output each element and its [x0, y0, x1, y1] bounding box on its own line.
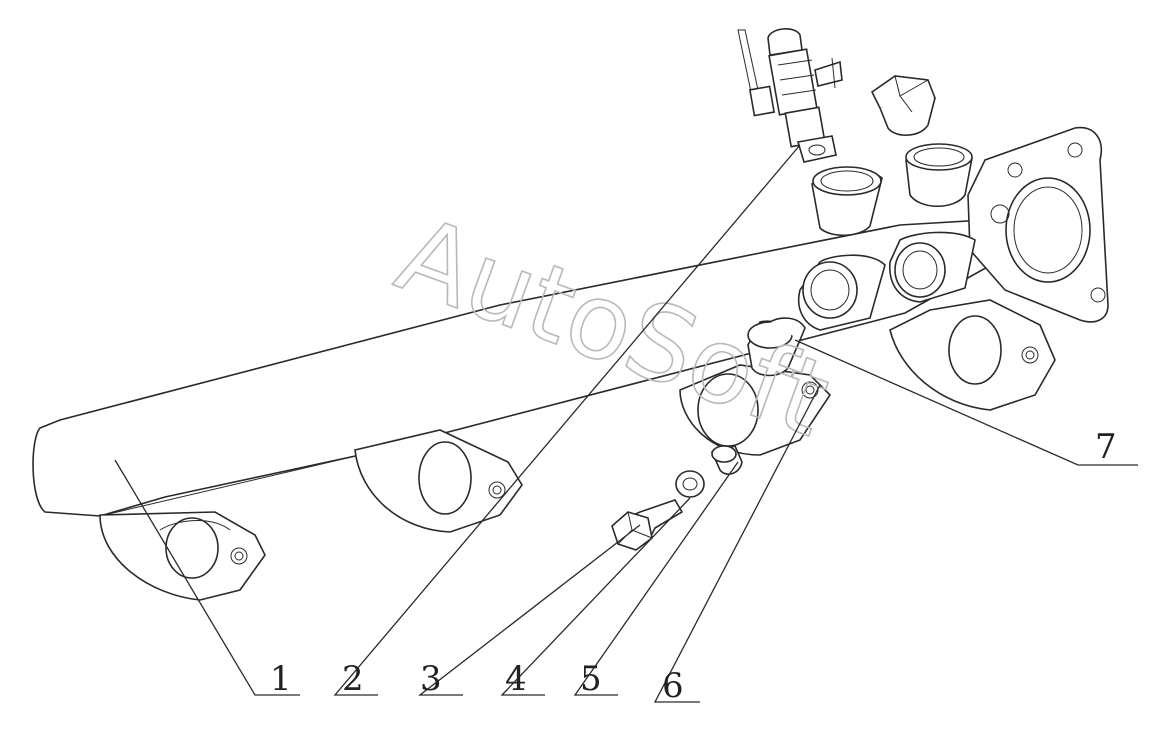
plug-7 — [747, 317, 806, 377]
callout-7: 7 — [1095, 427, 1117, 467]
plug-nut — [870, 75, 936, 136]
callout-3: 3 — [420, 659, 442, 699]
callout-2: 2 — [342, 659, 364, 699]
callout-5: 5 — [580, 659, 602, 699]
callout-6: 6 — [662, 666, 684, 706]
stud-bolt — [710, 445, 743, 475]
callout-4: 4 — [505, 659, 527, 699]
exhaust-manifold — [32, 126, 1109, 601]
washer — [675, 470, 705, 498]
temperature-sensor — [737, 28, 843, 163]
callout-1: 1 — [270, 659, 292, 699]
leader-lines — [114, 144, 1138, 703]
